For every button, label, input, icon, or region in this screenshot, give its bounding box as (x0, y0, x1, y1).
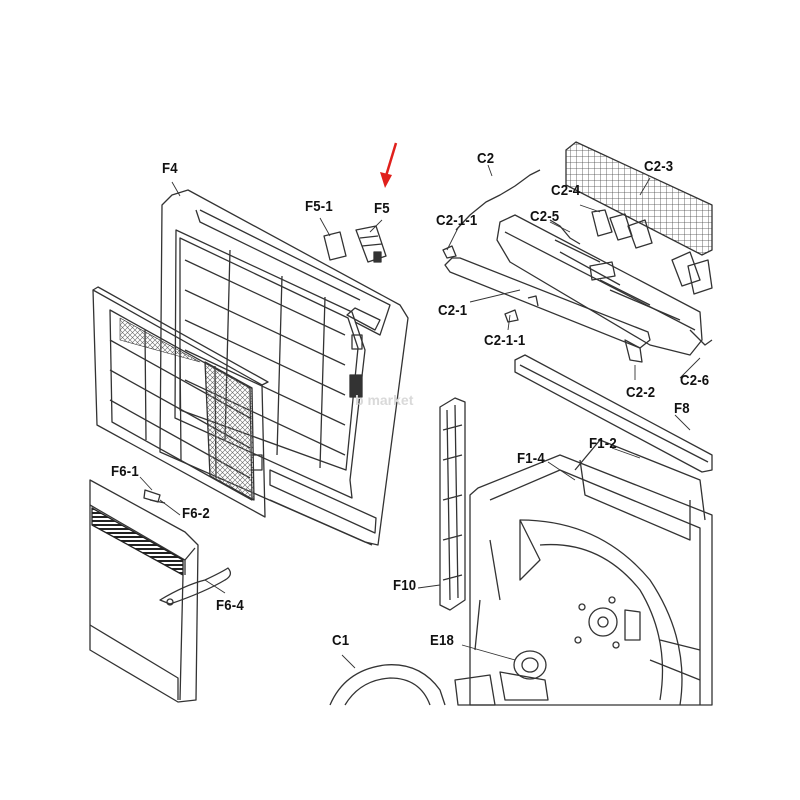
label-f5-1: F5-1 (305, 198, 333, 215)
label-f5: F5 (374, 200, 390, 217)
label-c2-4: C2-4 (551, 182, 581, 199)
label-c2-3: C2-3 (644, 158, 674, 175)
strip-f8 (514, 354, 713, 473)
label-f6-2: F6-2 (182, 505, 210, 522)
label-c2-1-1-bottom: C2-1-1 (484, 332, 526, 349)
label-e18: E18 (430, 632, 455, 649)
part-f5-group (323, 225, 387, 263)
label-f1-4: F1-4 (517, 450, 545, 467)
air-filter-frame (92, 286, 269, 518)
label-c2-6: C2-6 (680, 372, 710, 389)
fan-c1 (329, 664, 446, 706)
label-f8: F8 (674, 400, 690, 417)
filter-strip-c2-3 (565, 141, 713, 256)
vertical-part-f10 (439, 397, 466, 611)
louver-assembly-c2 (442, 169, 713, 363)
red-arrow-indicator (380, 142, 398, 188)
leader-lines (139, 164, 701, 669)
label-c2-5: C2-5 (530, 208, 560, 225)
motor-e18 (454, 650, 549, 706)
label-f4: F4 (162, 160, 178, 177)
label-c2-1: C2-1 (438, 302, 468, 319)
label-c2-1-1-top: C2-1-1 (436, 212, 478, 229)
label-f6-4: F6-4 (216, 597, 244, 614)
label-f10: F10 (393, 577, 417, 594)
front-panel-f4 (159, 189, 409, 546)
label-c1: C1 (332, 632, 350, 649)
main-chassis (469, 439, 713, 706)
label-c2: C2 (477, 150, 495, 167)
watermark-text: b market (355, 392, 414, 408)
label-c2-2: C2-2 (626, 384, 656, 401)
label-f6-1: F6-1 (111, 463, 139, 480)
lower-front-cover (89, 479, 232, 703)
label-f1-2: F1-2 (589, 435, 617, 452)
